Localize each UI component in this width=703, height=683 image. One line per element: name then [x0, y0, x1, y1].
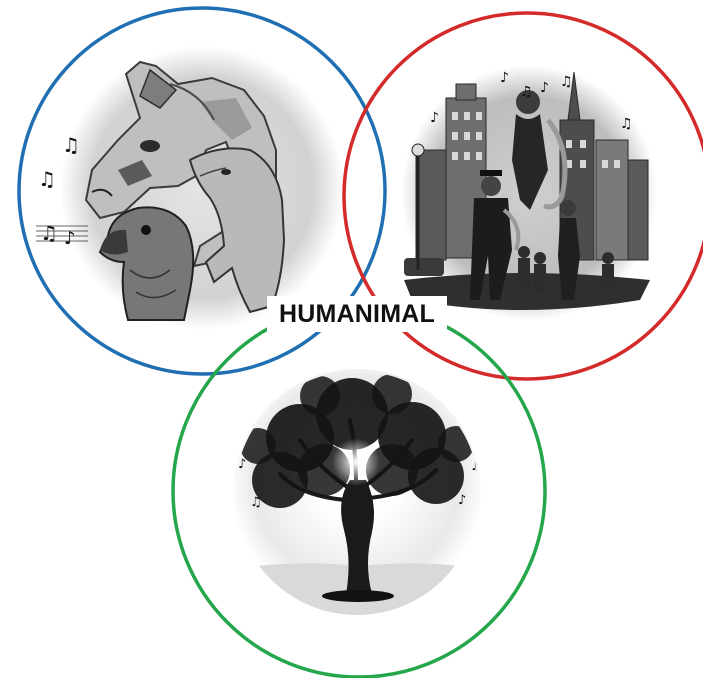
svg-text:♫: ♫ [520, 84, 533, 100]
tree-illustration: ♪♫♪ ♫♪♫ ♪♫♪ ♪♫♫ ♪ [233, 357, 482, 620]
city-jazz-illustration: ♪ ♫ ♪ ♫ ♪ ♫ [401, 65, 657, 321]
svg-text:♫: ♫ [290, 367, 302, 382]
car [404, 258, 444, 276]
svg-text:♫: ♫ [620, 116, 633, 132]
svg-text:♪: ♪ [500, 70, 509, 86]
svg-text:♪: ♪ [430, 110, 439, 126]
svg-text:♪: ♪ [270, 377, 278, 392]
svg-text:♫: ♫ [560, 74, 573, 90]
svg-text:♪: ♪ [460, 409, 468, 424]
center-label: HUMANIMAL [267, 296, 447, 332]
svg-text:♪: ♪ [540, 80, 549, 96]
tree-light-glow [332, 438, 380, 486]
svg-text:♫: ♫ [62, 133, 80, 157]
svg-text:♫: ♫ [250, 495, 262, 510]
svg-text:♫: ♫ [410, 367, 422, 382]
svg-text:♪: ♪ [436, 381, 444, 396]
svg-text:♫: ♫ [38, 167, 56, 191]
svg-text:♪: ♪ [458, 493, 466, 508]
animals-illustration: ♫ ♫ ♫ ♪ [36, 46, 344, 330]
